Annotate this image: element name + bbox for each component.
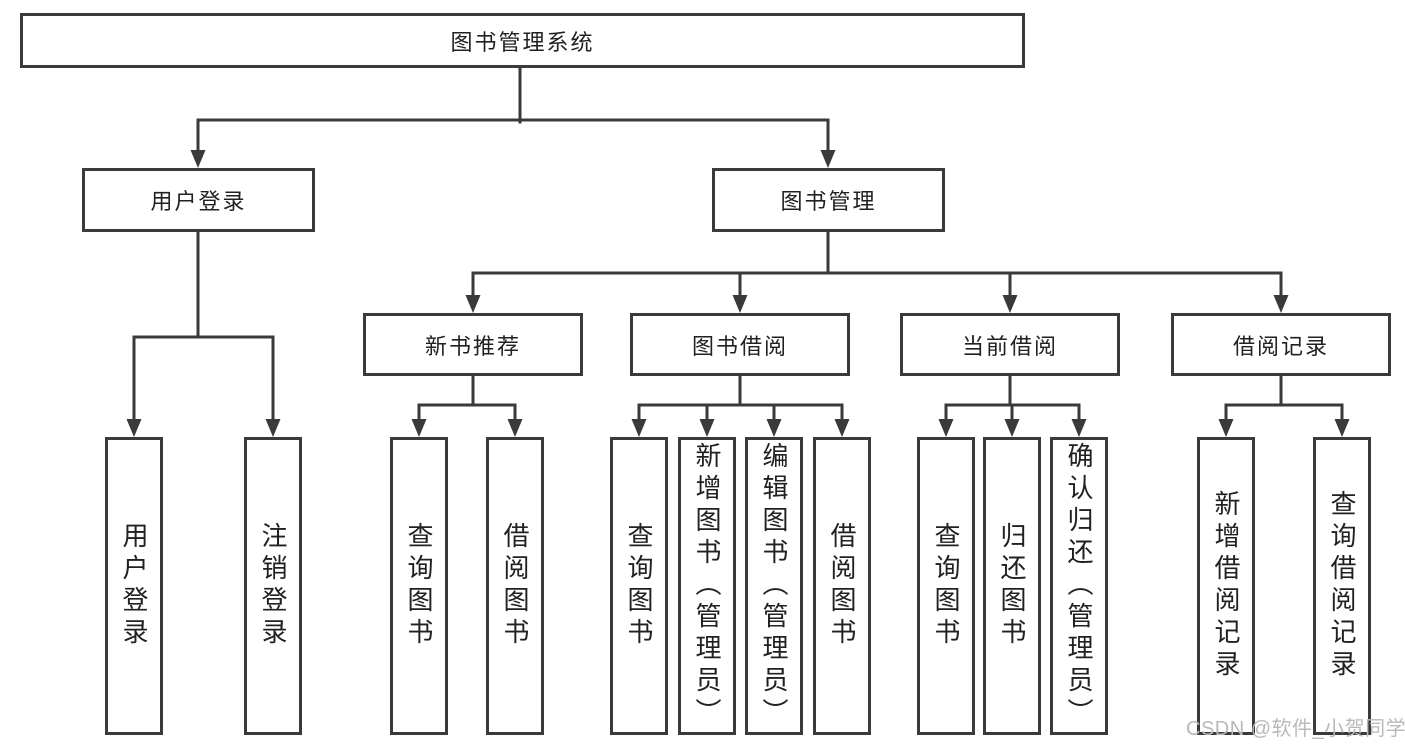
node-user-login-group: 用户登录	[82, 168, 315, 232]
node-label: 借阅记录	[1232, 333, 1329, 359]
leaf-edit-books-admin: 编辑图书（管理员）	[745, 437, 803, 735]
node-label: 借阅图书	[827, 522, 857, 650]
node-label: 新书推荐	[424, 333, 521, 359]
node-label: 查询图书	[931, 522, 961, 650]
node-label: 注销登录	[258, 522, 288, 650]
node-new-book-recommendation: 新书推荐	[363, 313, 583, 376]
leaf-query-books-borrowing: 查询图书	[610, 437, 668, 735]
node-label: 图书管理系统	[450, 29, 595, 55]
node-label: 查询图书	[404, 522, 434, 650]
leaf-user-login: 用户登录	[105, 437, 163, 735]
leaf-add-borrow-record: 新增借阅记录	[1197, 437, 1255, 735]
node-book-management: 图书管理	[712, 168, 945, 232]
leaf-query-books-current: 查询图书	[917, 437, 975, 735]
leaf-borrow-books: 借阅图书	[813, 437, 871, 735]
leaf-add-books-admin: 新增图书（管理员）	[678, 437, 736, 735]
node-label: 图书借阅	[691, 333, 788, 359]
node-borrowing-records: 借阅记录	[1171, 313, 1391, 376]
node-label: 用户登录	[150, 189, 247, 214]
node-label: 图书管理	[780, 189, 877, 214]
node-label: 归还图书	[997, 522, 1027, 650]
node-label: 新增借阅记录	[1211, 490, 1241, 682]
node-label: 当前借阅	[961, 333, 1058, 359]
connector-segments	[132, 66, 1344, 425]
leaf-query-books-recommend: 查询图书	[390, 437, 448, 735]
node-label: 用户登录	[119, 522, 149, 650]
leaf-return-books: 归还图书	[983, 437, 1041, 735]
node-current-borrowing: 当前借阅	[900, 313, 1120, 376]
node-label: 查询图书	[624, 522, 654, 650]
node-label: 确认归还（管理员）	[1064, 442, 1094, 730]
node-library-management-system: 图书管理系统	[20, 13, 1025, 68]
leaf-logout: 注销登录	[244, 437, 302, 735]
node-label: 新增图书（管理员）	[692, 442, 722, 730]
node-book-borrowing: 图书借阅	[630, 313, 850, 376]
node-label: 编辑图书（管理员）	[759, 442, 789, 730]
node-label: 查询借阅记录	[1327, 490, 1357, 682]
node-label: 借阅图书	[500, 522, 530, 650]
leaf-query-borrow-record: 查询借阅记录	[1313, 437, 1371, 735]
leaf-borrow-books-recommend: 借阅图书	[486, 437, 544, 735]
csdn-watermark: CSDN @软件_小贺同学	[1186, 718, 1405, 740]
leaf-confirm-return-admin: 确认归还（管理员）	[1050, 437, 1108, 735]
